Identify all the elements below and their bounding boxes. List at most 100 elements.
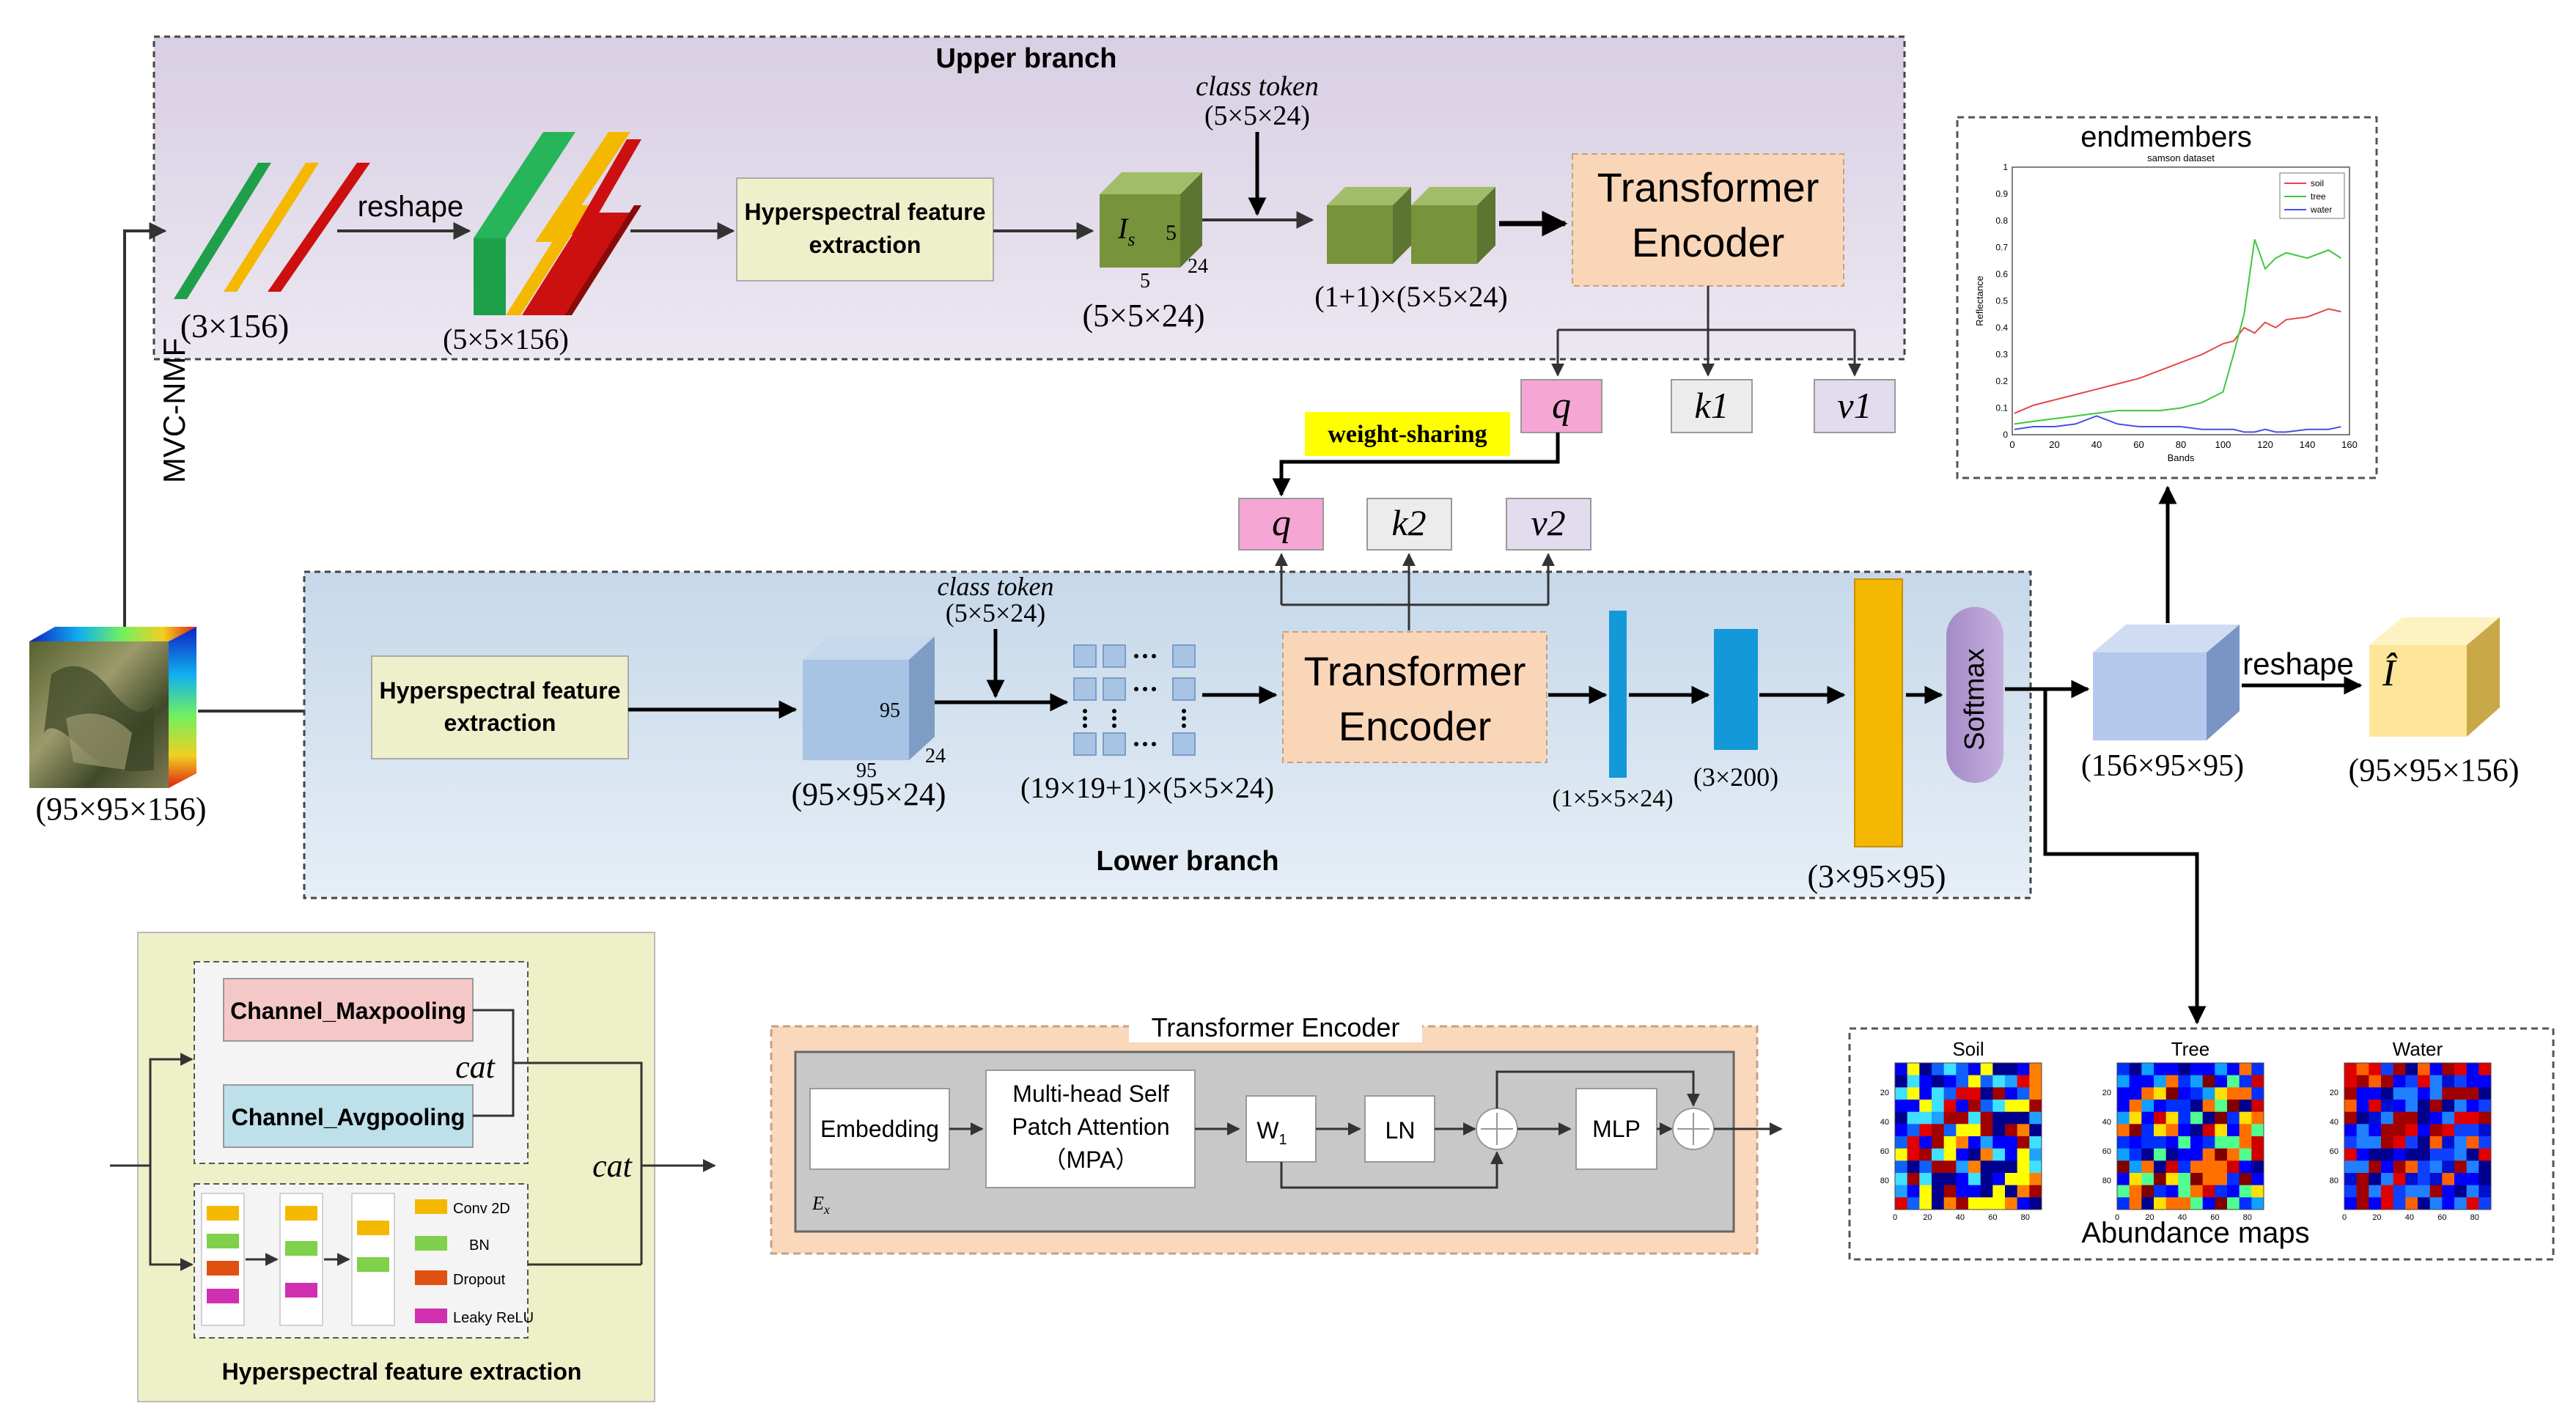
abundance-cell — [1956, 1136, 1969, 1149]
abundance-cell — [2405, 1173, 2418, 1186]
upper-class-token-dim: (5×5×24) — [1204, 100, 1310, 131]
abundance-cell — [1895, 1100, 1908, 1113]
upper-reshape-label: reshape — [358, 191, 464, 223]
abundance-cell — [2251, 1124, 2264, 1137]
abundance-cell — [2418, 1100, 2431, 1113]
abundance-cell — [2202, 1111, 2215, 1125]
abundance-cell — [1968, 1148, 1981, 1161]
abundance-cell — [2029, 1148, 2042, 1161]
abundance-x-tick: 40 — [1956, 1213, 1965, 1222]
abundance-cell — [2381, 1100, 2394, 1113]
abundance-cell — [1895, 1185, 1908, 1198]
abundance-cell — [2344, 1173, 2358, 1186]
abundance-cell — [1956, 1087, 1969, 1100]
abundance-cell — [2029, 1075, 2042, 1088]
abundance-cell — [2165, 1111, 2179, 1125]
abundance-cell — [2215, 1100, 2228, 1113]
abundance-x-tick: 80 — [2470, 1213, 2479, 1222]
lower-te-line2: Encoder — [1339, 703, 1492, 749]
abundance-cell — [2344, 1197, 2358, 1210]
abundance-cell — [2381, 1063, 2394, 1076]
abundance-cell — [1968, 1111, 1981, 1125]
is-cube-24: 24 — [1188, 255, 1208, 278]
abundance-cell — [1992, 1111, 2006, 1125]
abundance-cell — [2202, 1063, 2215, 1076]
abundance-y-tick: 20 — [2330, 1089, 2338, 1097]
abundance-cell — [1932, 1124, 1945, 1137]
abundance-cell — [2141, 1087, 2154, 1100]
lower-cube-dim: (95×95×24) — [792, 776, 946, 812]
abundance-cell — [2356, 1124, 2369, 1137]
abundance-cell — [1919, 1063, 1932, 1076]
abundance-cell — [1932, 1111, 1945, 1125]
abundance-cell — [1992, 1173, 2006, 1186]
abundance-x-tick: 0 — [1893, 1213, 1897, 1222]
abundance-cell — [2344, 1075, 2358, 1088]
abundance-cell — [2190, 1075, 2204, 1088]
abundance-cell — [2202, 1173, 2215, 1186]
abundance-cell — [1992, 1063, 2006, 1076]
abundance-y-tick: 80 — [2102, 1177, 2111, 1185]
v2-box — [1506, 498, 1591, 551]
abundance-cell — [2017, 1185, 2030, 1198]
abundance-y-tick: 40 — [2330, 1118, 2338, 1127]
em-x-tick: 20 — [2049, 439, 2059, 450]
abundance-cell — [2479, 1197, 2492, 1210]
abundance-cell — [2227, 1160, 2240, 1174]
abundance-cell — [2466, 1124, 2479, 1137]
legend-conv-swatch — [415, 1199, 447, 1214]
abundance-cell — [1992, 1160, 2006, 1174]
abundance-cell — [2393, 1173, 2406, 1186]
abundance-branch-line — [2043, 689, 2207, 1025]
abundance-cell — [2442, 1063, 2455, 1076]
abundance-cell — [2165, 1063, 2179, 1076]
abundance-cell — [2454, 1173, 2468, 1186]
abundance-cell — [2381, 1148, 2394, 1161]
abundance-cell — [1980, 1173, 1993, 1186]
em-y-tick: 0.3 — [1995, 350, 2008, 360]
abundance-cell — [2442, 1185, 2455, 1198]
legend-relu: Leaky ReLU — [453, 1310, 534, 1326]
abundance-cell — [2154, 1185, 2167, 1198]
weight-sharing-arrow — [1272, 433, 1560, 497]
abundance-cell — [1932, 1136, 1945, 1149]
abundance-cell — [2356, 1100, 2369, 1113]
abundance-x-tick: 40 — [2405, 1213, 2414, 1222]
abundance-cell — [2418, 1075, 2431, 1088]
abundance-cell — [1919, 1197, 1932, 1210]
abundance-cell — [1895, 1124, 1908, 1137]
abundance-cell — [1956, 1075, 1969, 1088]
abundance-cell — [2369, 1124, 2382, 1137]
em-y-tick: 0.7 — [1995, 243, 2008, 253]
abundance-cell — [1907, 1075, 1920, 1088]
abundance-cell — [2393, 1136, 2406, 1149]
abundance-cell — [2429, 1136, 2443, 1149]
abundance-y-tick: 60 — [1880, 1147, 1889, 1156]
abundance-cell — [2466, 1160, 2479, 1174]
abundance-y-tick: 20 — [1880, 1089, 1889, 1097]
abundance-cell — [2029, 1124, 2042, 1137]
abundance-cell — [2418, 1197, 2431, 1210]
abundance-cell — [1956, 1160, 1969, 1174]
abundance-cell — [2418, 1124, 2431, 1137]
avgpool-out — [473, 1063, 515, 1117]
hfe-to-pool — [149, 1053, 194, 1166]
em-legend-label-soil: soil — [2311, 178, 2324, 188]
abundance-cell — [2381, 1111, 2394, 1125]
abundance-cell — [2141, 1124, 2154, 1137]
abundance-cell — [2005, 1148, 2018, 1161]
abundance-x-tick: 0 — [2342, 1213, 2347, 1222]
abundance-cell — [2356, 1111, 2369, 1125]
abundance-cell — [2405, 1185, 2418, 1198]
abundance-cell — [1919, 1100, 1932, 1113]
upper-class-token: class token — [1196, 71, 1319, 102]
abundance-cell — [1992, 1197, 2006, 1210]
abundance-cell — [2454, 1160, 2468, 1174]
abundance-cell — [2442, 1087, 2455, 1100]
abundance-cell — [2239, 1063, 2252, 1076]
abundance-cell — [1895, 1136, 1908, 1149]
reconstructed-image-cube — [2369, 617, 2500, 737]
abundance-cell — [2154, 1087, 2167, 1100]
abundance-cell — [1968, 1173, 1981, 1186]
abundance-cell — [2117, 1111, 2130, 1125]
